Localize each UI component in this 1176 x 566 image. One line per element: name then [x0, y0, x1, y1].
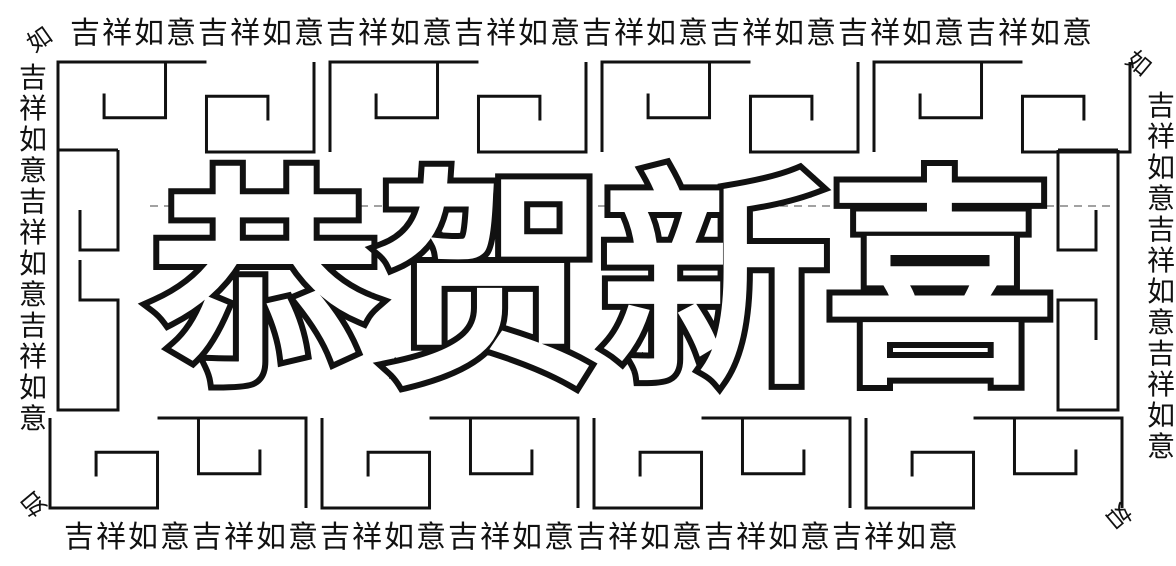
fret-bottom-0-hook-a: [48, 418, 160, 510]
title-char-xi: 喜: [819, 151, 1061, 418]
fret-top-1-hook-a: [328, 60, 440, 152]
fret-top-3-hook-b: [1020, 62, 1132, 154]
title-char-he: 贺: [369, 151, 611, 418]
fret-bottom-3-hook-a: [864, 418, 976, 510]
fret-left-a: [56, 150, 120, 412]
title-char-xin: 新: [594, 151, 836, 418]
fret-left-b: [78, 150, 120, 252]
fret-top-0-hook-b: [204, 62, 316, 154]
greeting-title: 恭 贺 新 喜: [144, 151, 1061, 418]
border-text-top: 吉祥如意吉祥如意吉祥如意吉祥如意吉祥如意吉祥如意吉祥如意吉祥如意: [70, 16, 1094, 51]
border-text-right: 吉祥如意吉祥如意吉祥如意: [1146, 89, 1175, 463]
title-char-gong: 恭: [144, 151, 386, 418]
border-text-bottom: 吉祥如意吉祥如意吉祥如意吉祥如意吉祥如意吉祥如意吉祥如意: [64, 520, 960, 555]
fret-top-1-hook-b: [476, 62, 588, 154]
fret-bottom-1-hook-b: [468, 416, 580, 508]
fret-bottom-0-hook-b: [196, 416, 308, 508]
fret-bottom-3-hook-b: [1012, 416, 1124, 508]
fret-bottom-2-hook-a: [592, 418, 704, 510]
fret-right-b: [1056, 150, 1098, 252]
fret-top-0-hook-a: [56, 60, 168, 152]
fret-top-2-hook-b: [748, 62, 860, 154]
border-text-left: 吉祥如意吉祥如意吉祥如意: [18, 61, 47, 435]
fret-bottom-2-hook-b: [740, 416, 852, 508]
fret-right-a: [1056, 150, 1120, 412]
fret-top-3-hook-a: [872, 60, 984, 152]
fret-bottom-1-hook-a: [320, 418, 432, 510]
fret-top-2-hook-a: [600, 60, 712, 152]
